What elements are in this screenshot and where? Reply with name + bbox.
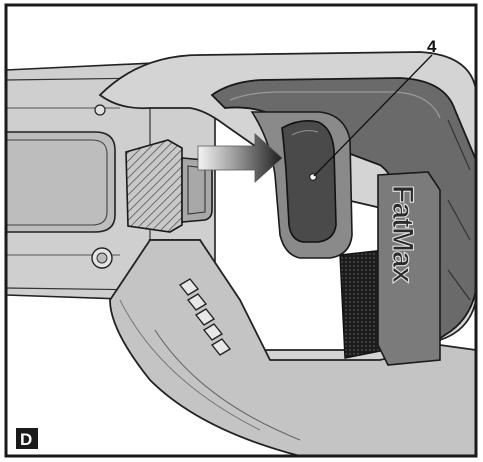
figure-frame: [4, 3, 478, 458]
push-arrow: [197, 133, 283, 183]
callout-leader: [313, 54, 433, 177]
grip-ribs: [178, 278, 232, 356]
brand-logo: FatMax: [386, 185, 419, 284]
brand-panel: [377, 171, 441, 366]
trigger: [281, 120, 337, 243]
saw-illustration: FatMax: [6, 51, 476, 456]
panel-label: D: [20, 430, 32, 449]
saw-lower-body: [109, 239, 476, 456]
panel-badge: [16, 428, 38, 449]
callout-label: 4: [427, 37, 437, 56]
lock-off-button: [125, 139, 183, 233]
barrel-window: [6, 131, 116, 233]
